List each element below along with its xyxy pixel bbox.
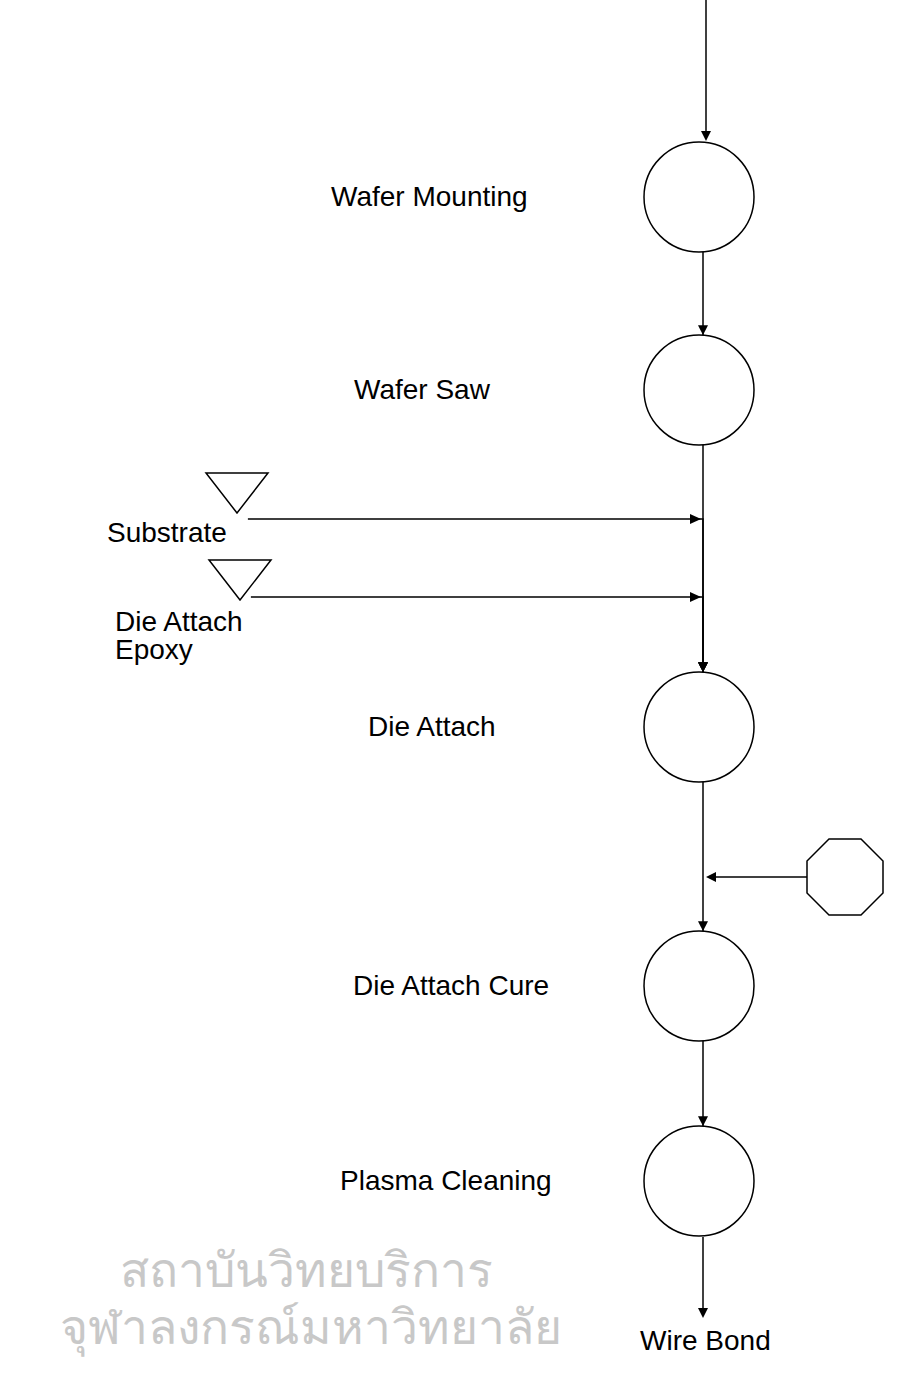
process-circle: Die Attach bbox=[643, 671, 755, 783]
step-label: Die Attach Cure bbox=[353, 972, 549, 1000]
connector-path bbox=[702, 252, 704, 335]
input-arrow-line bbox=[705, 0, 707, 131]
connector-path bbox=[702, 1041, 704, 1126]
storage-triangle: Substrate bbox=[205, 472, 269, 514]
circle-outline bbox=[643, 334, 755, 446]
process-circle: Die Attach Cure bbox=[643, 930, 755, 1042]
step-label: Wafer Saw bbox=[354, 376, 490, 404]
process-circle: Wafer Saw bbox=[643, 334, 755, 446]
circle-outline bbox=[643, 1125, 755, 1237]
step-label: Substrate bbox=[107, 519, 227, 547]
step-label: Wafer Mounting bbox=[331, 183, 528, 211]
flow-connector bbox=[251, 592, 703, 672]
flow-connector bbox=[703, 252, 704, 335]
circle-outline bbox=[643, 671, 755, 783]
process-circle: Plasma Cleaning bbox=[643, 1125, 755, 1237]
octagon-arrowhead bbox=[706, 872, 716, 882]
input-arrowhead bbox=[701, 131, 711, 141]
process-circle: Wafer Mounting bbox=[643, 141, 755, 253]
circle-outline bbox=[643, 930, 755, 1042]
connector-path bbox=[248, 519, 703, 672]
junction-arrowhead bbox=[690, 514, 701, 524]
circle-shape bbox=[644, 672, 754, 782]
triangle-outline bbox=[205, 472, 269, 514]
junction-arrowhead bbox=[690, 592, 701, 602]
watermark-text: จุฬาลงกรณ์มหาวิทยาลัย bbox=[60, 1300, 562, 1355]
circle-shape bbox=[644, 1126, 754, 1236]
flow-connector bbox=[703, 782, 704, 931]
process-end-label: Wire Bond bbox=[640, 1325, 771, 1357]
triangle-shape bbox=[209, 560, 271, 600]
flow-connector bbox=[703, 1041, 704, 1126]
step-label: Plasma Cleaning bbox=[340, 1167, 552, 1195]
circle-shape bbox=[644, 335, 754, 445]
connector-path bbox=[251, 597, 703, 672]
circle-shape bbox=[644, 142, 754, 252]
circle-shape bbox=[644, 931, 754, 1041]
circle-outline bbox=[643, 141, 755, 253]
connector-path bbox=[702, 782, 704, 931]
octagon-arrow-line bbox=[716, 876, 807, 878]
storage-triangle: Die Attach Epoxy bbox=[208, 559, 272, 601]
step-label: Die Attach bbox=[368, 713, 496, 741]
triangle-outline bbox=[208, 559, 272, 601]
triangle-shape bbox=[206, 473, 268, 513]
flow-connector bbox=[248, 514, 703, 672]
output-arrowhead bbox=[698, 1308, 708, 1318]
step-label: Die Attach Epoxy bbox=[115, 608, 265, 664]
inspection-octagon bbox=[807, 839, 883, 915]
output-arrow-line bbox=[702, 1237, 704, 1308]
watermark-text: สถาบันวิทยบริการ bbox=[120, 1243, 493, 1298]
